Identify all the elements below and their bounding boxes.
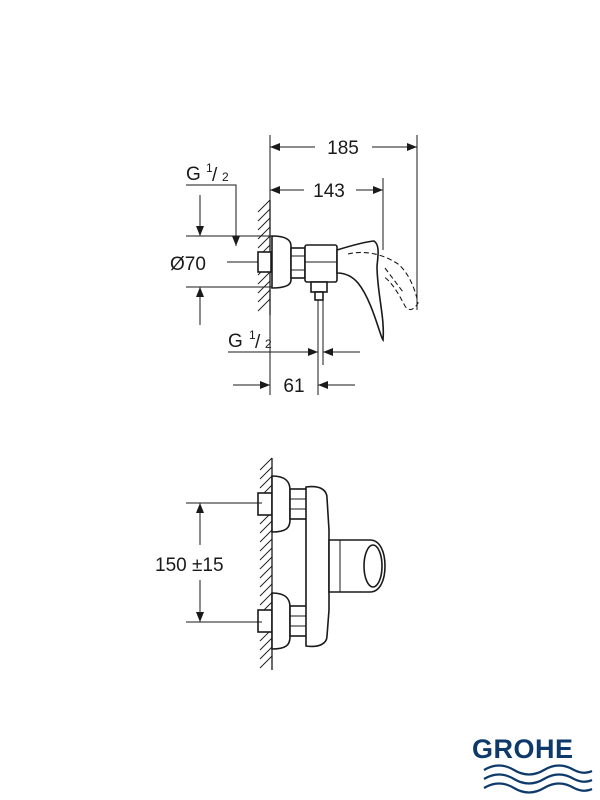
- wall-hatch-line: [259, 556, 273, 570]
- thread-bottom-den: 2: [265, 337, 272, 351]
- wall-hatch-line: [259, 466, 273, 480]
- wall-hatch-line: [259, 457, 273, 471]
- wall-front: [259, 457, 273, 670]
- front-view: 150 ±15: [155, 457, 386, 670]
- dim-150-label: 150 ±15: [155, 555, 224, 576]
- wall-hatch-line: [257, 298, 271, 312]
- grohe-logo-text: GROHE: [472, 734, 574, 764]
- wall-hatch-line: [259, 475, 273, 489]
- thread-top-leader: [186, 184, 237, 236]
- thread-top-base: G: [186, 164, 201, 185]
- thread-label-bottom: G 1 / 2: [228, 328, 272, 353]
- wall-hatch-line: [259, 592, 273, 606]
- wall-hatch-line: [257, 226, 271, 240]
- mixer-body-side: [304, 244, 338, 283]
- dim-61-label: 61: [283, 376, 304, 397]
- union-nut-side: [290, 247, 306, 279]
- thread-top-num: 1: [206, 161, 213, 175]
- rosette-side: [271, 235, 292, 289]
- wall-hatch-line: [259, 538, 273, 552]
- handle-cap-front: [363, 544, 383, 588]
- thread-bottom-slash: /: [255, 332, 261, 353]
- wall-hatch-line: [257, 235, 271, 249]
- rosette-bottom-front: [271, 592, 291, 650]
- dim-rosette-label: Ø70: [170, 254, 206, 275]
- wall-hatch-line: [259, 520, 273, 534]
- thread-bottom-base: G: [228, 331, 243, 352]
- thread-label-top: G 1 / 2: [186, 161, 229, 186]
- dim-143-label: 143: [313, 181, 345, 202]
- wall-hatch-line: [259, 655, 273, 669]
- eccentric-stub-side: [257, 251, 272, 273]
- side-view: 185 143 G 1 / 2 Ø70: [170, 135, 419, 397]
- logo-wave-1: [483, 764, 593, 776]
- logo-wave-2: [483, 773, 593, 785]
- thread-top-slash: /: [212, 165, 218, 186]
- wall-hatch-line: [257, 217, 271, 231]
- union-nut-bottom-front: [289, 605, 308, 637]
- grohe-logo: GROHE: [472, 734, 593, 794]
- dim-185-label: 185: [327, 138, 359, 159]
- wall-hatch-line: [257, 271, 271, 285]
- wall-hatch-line: [259, 574, 273, 588]
- lever-swing-dashed: [347, 251, 419, 311]
- thread-top-den: 2: [222, 170, 229, 184]
- union-nut-top-front: [289, 488, 308, 520]
- wall-hatch-line: [259, 646, 273, 660]
- wall-hatch-line: [259, 583, 273, 597]
- wall-hatch-line: [259, 637, 273, 651]
- wall-hatch-line: [257, 289, 271, 303]
- wall-hatch-line: [259, 547, 273, 561]
- mixer-body-front: [305, 485, 330, 648]
- lever-handle-side: [336, 240, 385, 343]
- thread-bottom-num: 1: [249, 328, 256, 342]
- wall-hatch-line: [259, 565, 273, 579]
- wall-hatch-line: [259, 529, 273, 543]
- logo-wave-3: [483, 782, 593, 794]
- outlet-nut-side: [310, 281, 328, 293]
- eccentric-bottom-front: [257, 609, 273, 633]
- outlet-connector-side: [314, 291, 324, 301]
- rosette-top-front: [271, 475, 291, 533]
- eccentric-top-front: [257, 492, 273, 516]
- wall-hatch-line: [257, 208, 271, 222]
- wall-hatch-line: [257, 199, 271, 213]
